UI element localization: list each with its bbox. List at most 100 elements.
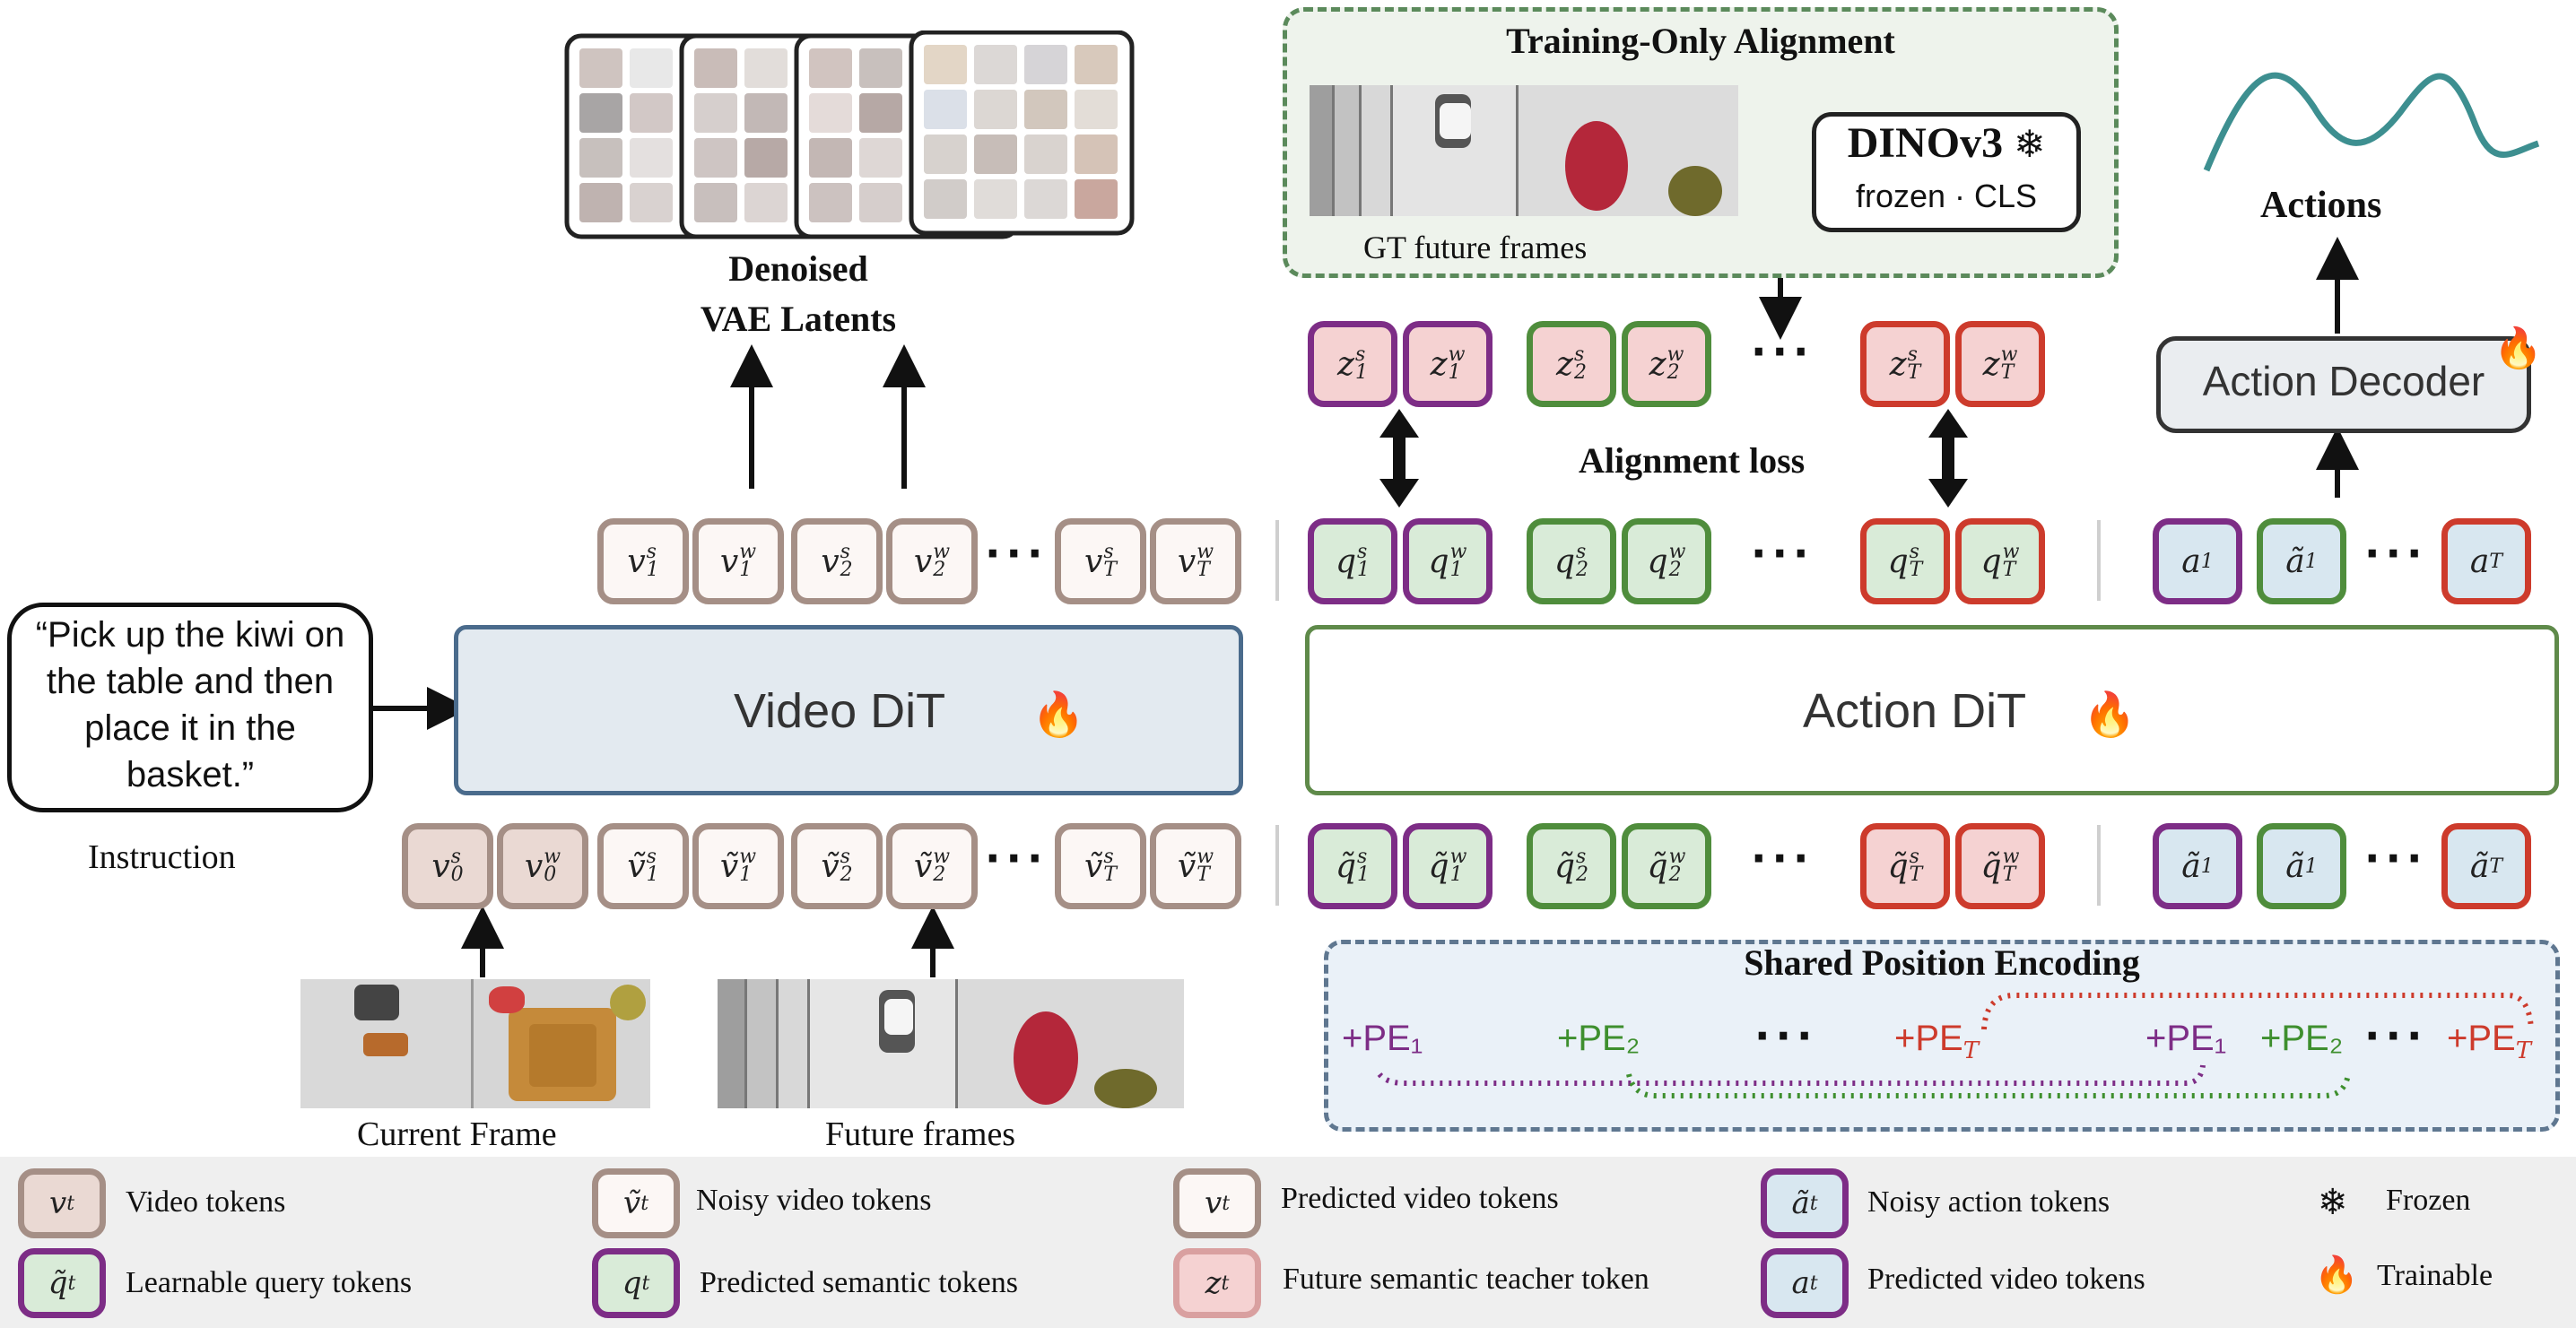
- latent-cell: [694, 138, 737, 178]
- legend-predicted-action-tokens: Predicted video tokens: [1867, 1263, 2145, 1296]
- dino-sub: frozen · CLS: [1855, 178, 2038, 214]
- dots-a-out: ···: [2364, 529, 2428, 577]
- latent-cell: [630, 93, 673, 133]
- fire-icon-decoder: 🔥: [2493, 325, 2543, 371]
- latent-cell: [924, 179, 967, 219]
- dots-a-in: ···: [2364, 834, 2428, 882]
- latent-cell: [744, 183, 788, 222]
- dots-q-in: ···: [1751, 834, 1815, 882]
- latent-cell: [859, 48, 902, 88]
- dots-pe-2: ···: [2364, 1011, 2428, 1060]
- shared-pe-panel: [1324, 940, 2560, 1132]
- latent-cell: [809, 48, 852, 88]
- latent-cell: [579, 138, 622, 178]
- legend-trainable: Trainable: [2377, 1259, 2493, 1292]
- instruction-bubble: [7, 603, 373, 812]
- gt-future-frames-image: [1310, 85, 1738, 216]
- pe2-left-text: +PE₂: [1557, 1019, 1640, 1058]
- pe1-right: +PE₁: [2145, 1019, 2226, 1059]
- dots-z: ···: [1751, 327, 1815, 376]
- latent-cell: [974, 135, 1017, 174]
- latent-cell: [859, 93, 902, 133]
- training-title: Training-Only Alignment: [1506, 21, 1895, 61]
- latent-cell: [744, 93, 788, 133]
- gt-future-frames-label: GT future frames: [1363, 230, 1588, 265]
- latent-cell: [1075, 179, 1118, 219]
- peT-left: +PET: [1894, 1019, 1980, 1064]
- latent-cell: [744, 48, 788, 88]
- legend-future-semantic-teacher: Future semantic teacher token: [1283, 1263, 1649, 1296]
- pe-link-lines: [1377, 993, 2534, 1098]
- action-dit-label: Action DiT: [1803, 684, 2027, 738]
- latent-cell: [579, 183, 622, 222]
- legend-learnable-query-tokens: Learnable query tokens: [126, 1266, 413, 1299]
- latent-cell: [924, 135, 967, 174]
- latent-cell: [809, 138, 852, 178]
- latent-cell: [1024, 90, 1067, 129]
- dino-box: [1812, 112, 2081, 232]
- legend-frozen: Frozen: [2386, 1184, 2471, 1217]
- latent-cell: [1024, 135, 1067, 174]
- legend-predicted-semantic-tokens: Predicted semantic tokens: [700, 1266, 1019, 1299]
- latent-cell: [1075, 90, 1118, 129]
- pe-link-purple: [1377, 1064, 2206, 1086]
- separator-top-1: [1275, 520, 1279, 601]
- instruction-label: Instruction: [88, 838, 236, 876]
- legend-fire-icon: 🔥: [2314, 1254, 2359, 1296]
- latent-cell: [744, 138, 788, 178]
- legend-noisy-video-tokens: Noisy video tokens: [696, 1184, 932, 1217]
- latent-cell: [630, 48, 673, 88]
- denoised-label-line2: VAE Latents: [700, 299, 897, 339]
- latent-cell: [809, 93, 852, 133]
- action-dit-box: [1305, 625, 2559, 795]
- snowflake-icon: ❄: [2014, 122, 2046, 166]
- dino-title-text: DINOv3: [1847, 119, 2004, 167]
- separator-top-2: [2097, 520, 2101, 601]
- separator-bottom-1: [1275, 825, 1279, 906]
- fire-icon-video-dit: 🔥: [1031, 690, 1085, 740]
- legend-video-tokens: Video tokens: [126, 1185, 286, 1219]
- pe2-right-text: +PE₂: [2260, 1019, 2344, 1058]
- future-frames-image: [718, 979, 1184, 1108]
- instruction-text: “Pick up the kiwi on the table and then …: [35, 615, 345, 794]
- pe2-left: +PE₂: [1557, 1019, 1640, 1059]
- peT-right-text: +PE: [2447, 1019, 2516, 1058]
- latent-cell: [924, 90, 967, 129]
- action-decoder-box: [2156, 336, 2531, 433]
- alignment-loss-label: Alignment loss: [1579, 440, 1806, 481]
- latent-cell: [694, 48, 737, 88]
- legend-noisy-action-tokens: Noisy action tokens: [1867, 1185, 2110, 1219]
- latent-cell: [859, 183, 902, 222]
- pe2-right: +PE₂: [2260, 1019, 2343, 1059]
